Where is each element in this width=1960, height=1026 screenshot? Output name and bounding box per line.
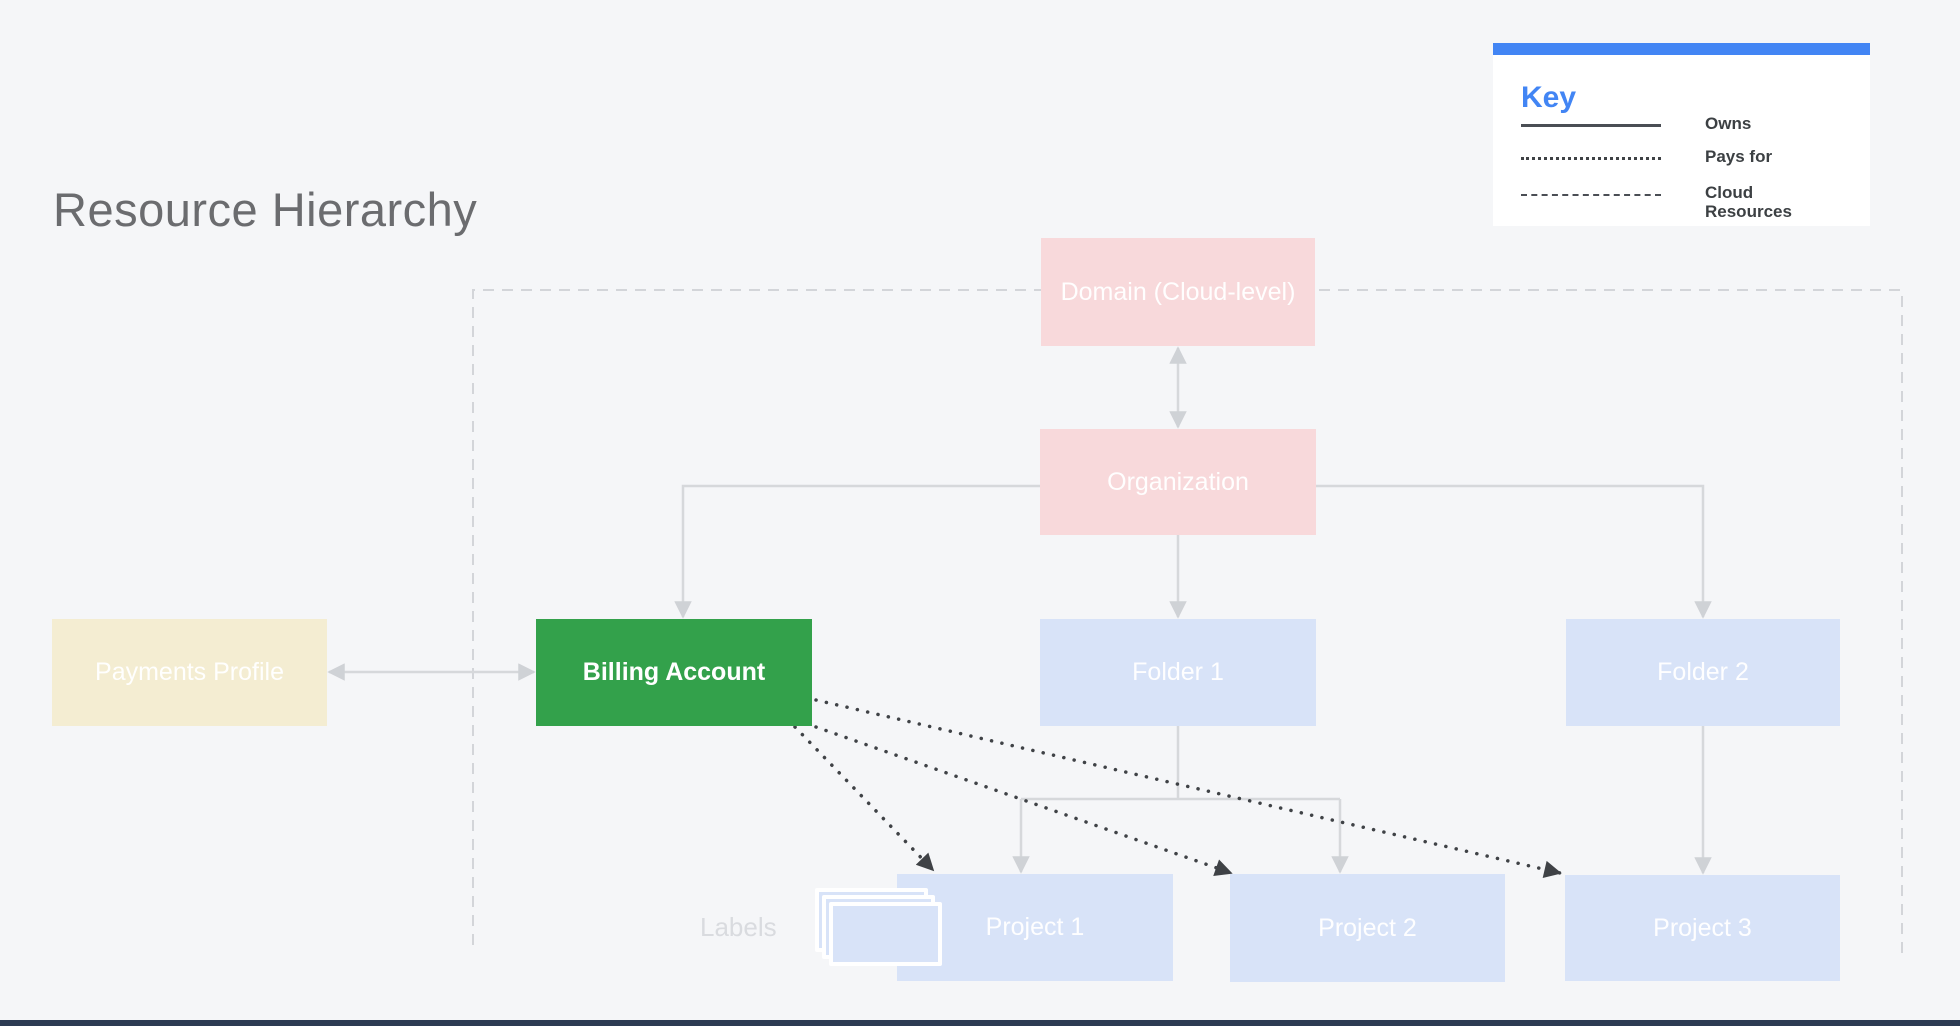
owns-link-organization-billing [674, 484, 1040, 619]
legend-label-cloud-resources: Cloud Resources [1705, 183, 1792, 221]
node-project-2: Project 2 [1230, 874, 1505, 982]
bottom-bar [0, 1020, 1960, 1026]
node-billing-account: Billing Account [536, 619, 812, 726]
cloud-resources-line-sample [1521, 194, 1661, 196]
node-folder-2: Folder 2 [1566, 619, 1840, 726]
node-folder-1: Folder 1 [1040, 619, 1316, 726]
owns-link-organization-folder2 [1316, 484, 1712, 619]
labels-caption: Labels [700, 912, 777, 942]
labels-icon [829, 902, 942, 966]
pays-for-arrow-billing-project2 [814, 725, 1233, 877]
node-project-3: Project 3 [1565, 875, 1840, 981]
node-domain: Domain (Cloud-level) [1041, 238, 1315, 346]
pays-for-arrow-billing-project1 [793, 725, 935, 872]
legend-label-owns: Owns [1705, 114, 1752, 133]
node-project-1: Project 1 [897, 874, 1173, 981]
pays-for-arrow-billing-project3 [814, 698, 1562, 878]
pays-for-line-sample [1521, 157, 1661, 160]
legend-heading: Key [1521, 81, 1577, 114]
legend: Key Owns Pays for Cloud Resources [1493, 43, 1870, 226]
node-organization: Organization [1040, 429, 1316, 535]
owns-branch-folder1 [1021, 726, 1340, 801]
page-title: Resource Hierarchy [53, 183, 478, 236]
owns-line-sample [1521, 124, 1661, 127]
legend-accent-bar [1493, 43, 1870, 55]
legend-label-pays-for: Pays for [1705, 147, 1773, 166]
node-payments-profile: Payments Profile [52, 619, 327, 726]
